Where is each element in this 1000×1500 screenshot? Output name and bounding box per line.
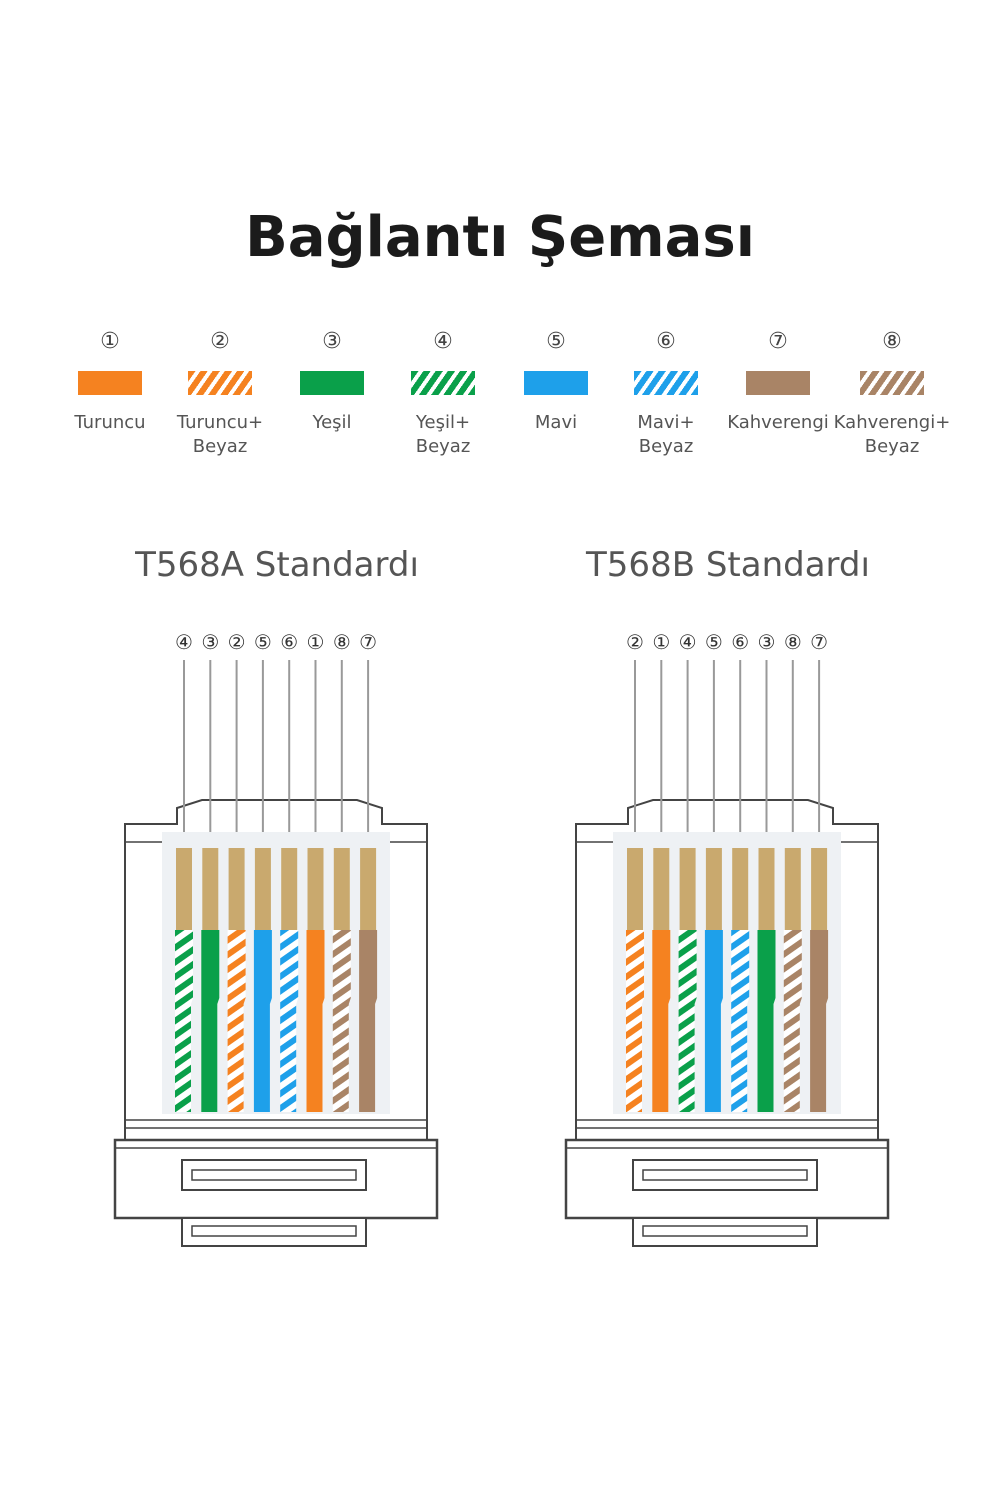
- pin-number: ②: [227, 630, 246, 654]
- legend-number: ⑤: [546, 329, 566, 354]
- page-title: Bağlantı Şeması: [245, 205, 755, 270]
- pin-number: ①: [652, 630, 671, 654]
- legend-label: Turuncu: [74, 412, 146, 433]
- legend-item-5: ⑤ Mavi: [501, 325, 611, 435]
- pin-number: ⑤: [253, 630, 272, 654]
- wire-1: [652, 930, 671, 1112]
- gold-contact: [228, 848, 245, 930]
- wire-4: [175, 930, 193, 1112]
- legend-label: Turuncu+ Beyaz: [176, 412, 264, 457]
- wire-3: [757, 930, 776, 1112]
- legend-label: Yeşil+ Beyaz: [415, 412, 471, 457]
- wire-8: [783, 930, 802, 1112]
- wire-4: [678, 930, 697, 1112]
- legend-number: ④: [433, 329, 453, 354]
- legend-item-6: ⑥ Mavi+ Beyaz: [611, 325, 721, 459]
- legend-number: ①: [100, 329, 120, 354]
- solid-color-swatch: [300, 371, 364, 395]
- wire-7: [810, 930, 829, 1112]
- gold-contact: [176, 848, 192, 930]
- striped-color-swatch: [411, 371, 475, 395]
- pin-number: ⑦: [810, 630, 829, 654]
- gold-contact: [254, 848, 271, 930]
- legend-number: ⑧: [882, 329, 902, 354]
- pin-number: ⑥: [731, 630, 750, 654]
- wire-6: [280, 930, 299, 1112]
- legend-label: Kahverengi: [727, 412, 829, 433]
- solid-color-swatch: [524, 371, 588, 395]
- legend-item-2: ② Turuncu+ Beyaz: [165, 325, 275, 459]
- gold-contact: [811, 848, 828, 930]
- pin-number: ④: [678, 630, 697, 654]
- gold-contact: [732, 848, 749, 930]
- wire-5: [704, 930, 723, 1112]
- pin-number: ③: [757, 630, 776, 654]
- color-legend: ① Turuncu ② Turuncu+ Beyaz ③ Yeşil ④ Yeşil+ Bey…: [0, 325, 1000, 485]
- striped-color-swatch: [634, 371, 698, 395]
- legend-label: Mavi+ Beyaz: [637, 412, 695, 457]
- legend-label: Mavi: [534, 412, 578, 433]
- solid-color-swatch: [78, 371, 142, 395]
- legend-item-7: ⑦ Kahverengi: [723, 325, 833, 435]
- legend-number: ⑦: [768, 329, 788, 354]
- legend-number: ②: [210, 329, 230, 354]
- pin-number: ⑤: [704, 630, 723, 654]
- gold-contact: [679, 848, 696, 930]
- wire-8: [332, 930, 351, 1112]
- legend-item-1: ① Turuncu: [55, 325, 165, 435]
- gold-contact: [307, 848, 324, 930]
- gold-contact: [202, 848, 219, 930]
- legend-label: Kahverengi+ Beyaz: [833, 412, 951, 457]
- legend-item-4: ④ Yeşil+ Beyaz: [388, 325, 498, 459]
- t568b-title: T568B Standardı: [586, 545, 870, 585]
- legend-label: Yeşil: [312, 412, 352, 433]
- legend-number: ⑥: [656, 329, 676, 354]
- gold-contact: [705, 848, 722, 930]
- gold-contact: [333, 848, 350, 930]
- t568a-title: T568A Standardı: [135, 545, 419, 585]
- striped-color-swatch: [860, 371, 924, 395]
- gold-contact: [281, 848, 298, 930]
- gold-contact: [627, 848, 643, 930]
- gold-contact: [758, 848, 775, 930]
- pin-number: ④: [175, 630, 193, 654]
- gold-contact: [784, 848, 801, 930]
- wire-7: [359, 930, 378, 1112]
- legend-number: ③: [322, 329, 342, 354]
- connector-inner: [613, 832, 841, 1114]
- connector-inner: [162, 832, 390, 1114]
- wire-2: [626, 930, 644, 1112]
- pin-number: ⑧: [332, 630, 351, 654]
- pin-number: ⑧: [783, 630, 802, 654]
- rj45-connector-svg: [113, 660, 439, 1247]
- wire-6: [731, 930, 750, 1112]
- pin-number: ②: [626, 630, 644, 654]
- pin-number: ①: [306, 630, 325, 654]
- rj45-connector-svg: [564, 660, 890, 1247]
- gold-contact: [653, 848, 670, 930]
- legend-item-8: ⑧ Kahverengi+ Beyaz: [827, 325, 957, 459]
- wire-1: [306, 930, 325, 1112]
- solid-color-swatch: [746, 371, 810, 395]
- wire-5: [253, 930, 272, 1112]
- wire-2: [227, 930, 246, 1112]
- striped-color-swatch: [188, 371, 252, 395]
- pin-number: ⑦: [359, 630, 378, 654]
- wire-3: [201, 930, 220, 1112]
- legend-item-3: ③ Yeşil: [277, 325, 387, 435]
- gold-contact: [360, 848, 377, 930]
- pin-number: ⑥: [280, 630, 299, 654]
- pin-number: ③: [201, 630, 220, 654]
